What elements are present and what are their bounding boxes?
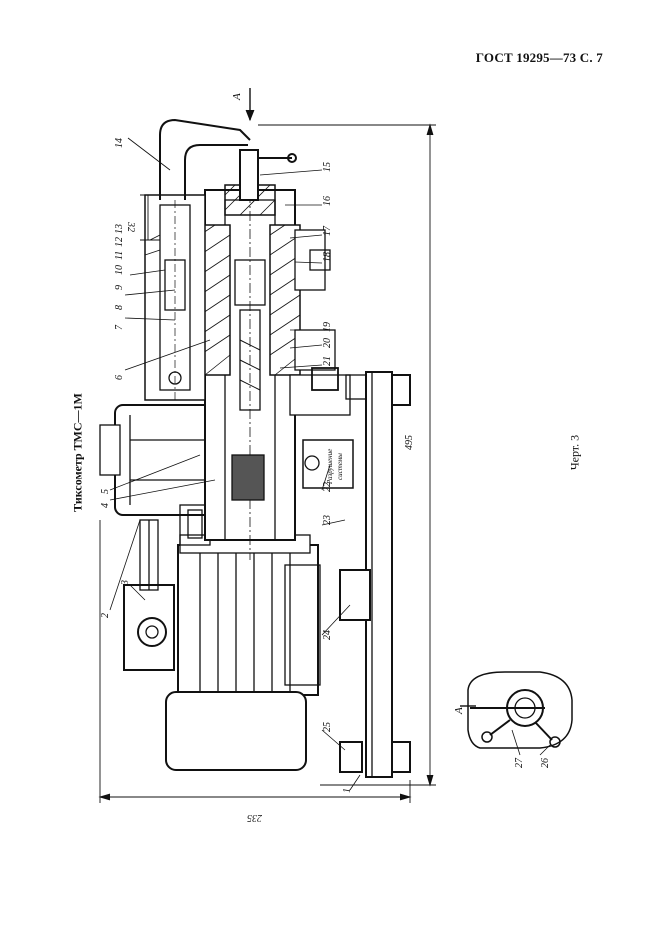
callout-23: 23 xyxy=(322,515,333,525)
callout-21: 21 xyxy=(322,356,333,366)
callout-15: 15 xyxy=(322,162,333,172)
callout-26: 26 xyxy=(540,758,551,768)
pulley xyxy=(123,519,175,671)
callout-9: 9 xyxy=(114,285,125,290)
callout-16: 16 xyxy=(322,196,333,206)
stroke-mechanism xyxy=(144,194,206,401)
motor-housing xyxy=(165,534,321,771)
dimension-495: 495 xyxy=(404,435,415,450)
callout-25: 25 xyxy=(322,722,333,732)
callout-6: 6 xyxy=(114,375,125,380)
callout-5: 5 xyxy=(100,489,111,494)
leader-lines xyxy=(109,137,551,791)
dimension-235: 235 xyxy=(247,812,262,823)
callout-14: 14 xyxy=(114,138,125,148)
callout-13: 13 xyxy=(114,224,125,234)
dimension-32: 32 xyxy=(125,221,136,232)
callout-20: 20 xyxy=(322,338,333,348)
callout-10: 10 xyxy=(114,265,125,275)
clamp-assembly xyxy=(289,229,411,773)
plate-line-1: Разрушение xyxy=(326,449,334,485)
page-header: ГОСТ 19295—73 С. 7 xyxy=(475,50,603,65)
detail-view-a xyxy=(467,671,573,749)
callout-17: 17 xyxy=(322,225,333,236)
callout-2: 2 xyxy=(100,613,111,618)
lever xyxy=(159,118,297,201)
detail-view-label: А xyxy=(453,707,465,715)
callout-7: 7 xyxy=(114,324,125,330)
callout-8: 8 xyxy=(114,305,125,310)
callout-11: 11 xyxy=(114,251,125,260)
callout-24: 24 xyxy=(322,630,333,640)
callout-3: 3 xyxy=(120,580,131,586)
callout-4: 4 xyxy=(100,503,111,508)
dimension-lines xyxy=(98,88,476,803)
callout-27: 27 xyxy=(514,757,525,768)
plate-line-2: системы xyxy=(336,453,344,480)
callout-18: 18 xyxy=(322,252,333,262)
callout-12: 12 xyxy=(114,237,125,247)
callout-22: 22 xyxy=(322,482,333,492)
callout-1: 1 xyxy=(342,788,353,793)
view-arrow-label: А xyxy=(231,93,243,101)
callout-19: 19 xyxy=(322,322,333,332)
name-plate xyxy=(302,439,354,489)
